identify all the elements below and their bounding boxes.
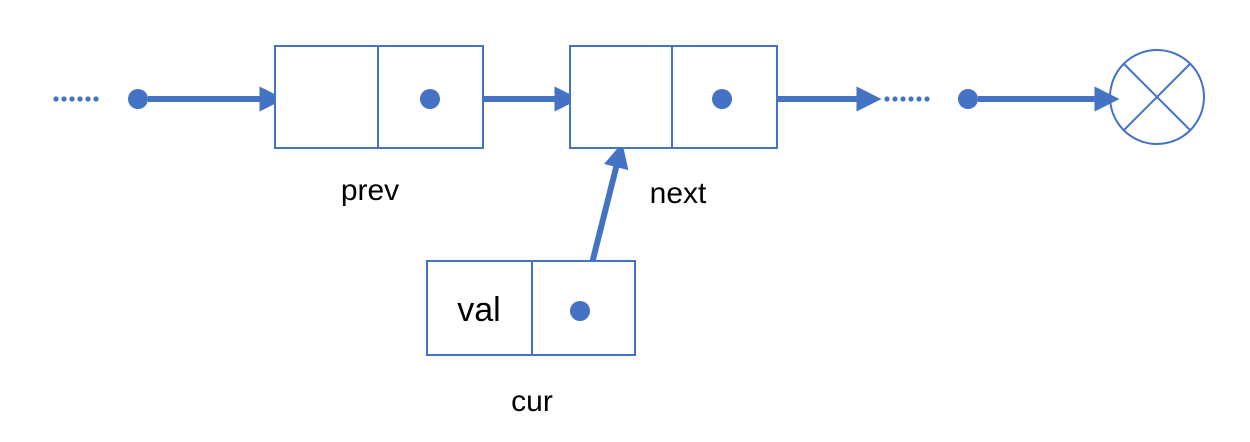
node-prev <box>274 45 484 149</box>
ellipsis-dot <box>892 96 898 102</box>
origin-dots <box>128 89 978 109</box>
ellipsis-dot <box>85 96 91 102</box>
node-box-next <box>569 45 778 149</box>
ellipsis-dot <box>69 96 75 102</box>
ellipsis-right <box>884 96 930 102</box>
incoming-pointer-dot-right <box>958 89 978 109</box>
ellipsis-dot <box>916 96 922 102</box>
ellipsis-dot <box>53 96 59 102</box>
ellipsis-dot <box>884 96 890 102</box>
node-pointer-dot-cur <box>570 301 590 321</box>
null-cross-line-2 <box>1123 63 1191 131</box>
ellipsis-dot <box>77 96 83 102</box>
node-pointer-dot-next <box>712 89 732 109</box>
node-label-cur: cur <box>511 385 553 418</box>
ellipsis-dot <box>93 96 99 102</box>
ellipsis-dot <box>900 96 906 102</box>
node-label-next: next <box>650 177 707 210</box>
ellipsis-dot <box>908 96 914 102</box>
null-terminator-icon <box>1109 49 1205 145</box>
node-boxes <box>274 45 778 356</box>
node-cur <box>426 260 636 356</box>
incoming-pointer-dot-left <box>128 89 148 109</box>
null-circle <box>1109 49 1205 145</box>
cur-value-cell-text: val <box>457 291 500 329</box>
node-next <box>569 45 778 149</box>
node-pointer-dot-prev <box>420 89 440 109</box>
node-label-prev: prev <box>341 174 399 207</box>
ellipsis-dot <box>924 96 930 102</box>
ellipsis-dot <box>61 96 67 102</box>
ellipsis-left <box>53 96 99 102</box>
